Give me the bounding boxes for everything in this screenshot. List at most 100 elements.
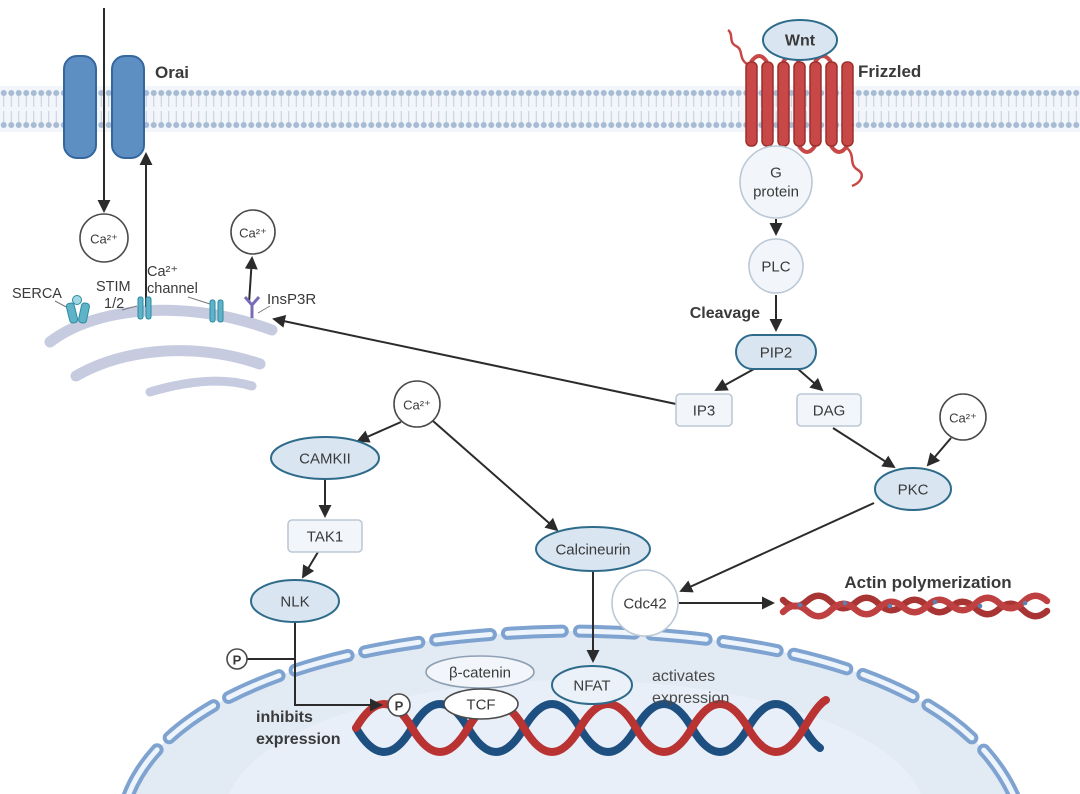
phospho-label: P bbox=[233, 653, 242, 668]
cell-membrane bbox=[0, 86, 1080, 132]
stim-label-1: STIM bbox=[96, 279, 131, 295]
connectors bbox=[54, 8, 952, 712]
phospho-badge: P bbox=[226, 648, 248, 670]
activates-label-1: activates bbox=[652, 668, 715, 685]
calcineurin-label: Calcineurin bbox=[555, 542, 630, 559]
arrow-ca-to-pkc bbox=[926, 437, 952, 467]
actin-dot bbox=[842, 600, 848, 606]
ca2-shape bbox=[79, 213, 129, 263]
ca-channel-protein-2 bbox=[209, 299, 224, 323]
frizzled-label: Frizzled bbox=[858, 62, 921, 81]
frizzled-cterm bbox=[846, 147, 863, 188]
calcium-ion-node: Ca²⁺ bbox=[393, 380, 441, 428]
frizzled-helix bbox=[809, 61, 822, 147]
pointer-stim bbox=[121, 305, 138, 311]
plc-shape bbox=[748, 238, 804, 294]
nfat-node: NFAT bbox=[551, 665, 633, 705]
membrane-bilayer bbox=[0, 86, 1080, 132]
ca2-shape bbox=[393, 380, 441, 428]
orai-subunit-right bbox=[111, 55, 145, 159]
activates-expression-label: activates expression bbox=[652, 668, 729, 707]
ca2-label: Ca²⁺ bbox=[239, 226, 267, 241]
g-protein-label-2: protein bbox=[753, 184, 799, 201]
arrow-tak1-to-nlk bbox=[301, 551, 319, 579]
nlk-node: NLK bbox=[250, 579, 340, 623]
wnt-label: Wnt bbox=[785, 33, 816, 50]
inhibits-expression-label: inhibits expression bbox=[256, 709, 340, 748]
pointer-insp3r bbox=[257, 305, 271, 314]
channel-bar bbox=[145, 296, 152, 320]
arrow-nlk-to-tcf bbox=[294, 622, 383, 712]
arrow-ip3-to-insp3r bbox=[272, 314, 677, 405]
orai-channel bbox=[63, 55, 145, 159]
stim-label-2: 1/2 bbox=[104, 296, 124, 312]
serca-label: SERCA bbox=[12, 286, 62, 302]
cleavage-label: Cleavage bbox=[690, 305, 760, 322]
er-arc-bottom bbox=[145, 376, 257, 397]
ca-channel-label-2: channel bbox=[147, 281, 198, 297]
dag-label: DAG bbox=[813, 403, 846, 420]
cdc42-shape bbox=[611, 569, 679, 637]
frizzled-helix bbox=[745, 61, 758, 147]
g-protein-shape bbox=[739, 145, 813, 219]
arrow-ca-to-calcineurin bbox=[432, 420, 559, 532]
pkc-node: PKC bbox=[874, 467, 952, 511]
tak1-label: TAK1 bbox=[307, 529, 343, 546]
channel-bar bbox=[209, 299, 216, 323]
dag-node: DAG bbox=[796, 393, 862, 427]
channel-bar bbox=[137, 296, 144, 320]
pkc-label: PKC bbox=[898, 482, 929, 499]
plc-label: PLC bbox=[761, 259, 790, 276]
insp3r-receptor bbox=[243, 296, 261, 318]
frizzled-helix bbox=[793, 61, 806, 147]
ip3-node: IP3 bbox=[675, 393, 733, 427]
beta-catenin-shape bbox=[425, 655, 535, 689]
ca2-shape bbox=[230, 209, 276, 255]
actin-dot bbox=[977, 603, 983, 609]
pointer-ca-channel bbox=[187, 296, 211, 305]
tak1-shape bbox=[287, 519, 363, 553]
pip2-shape bbox=[735, 334, 817, 370]
cdc42-node: Cdc42 bbox=[611, 569, 679, 637]
ca-channel-protein bbox=[137, 296, 152, 320]
actin-dot bbox=[932, 599, 938, 605]
orai-label: Orai bbox=[155, 63, 189, 82]
frizzled-helix bbox=[841, 61, 854, 147]
dna-helix bbox=[352, 696, 830, 756]
ca2-label: Ca²⁺ bbox=[90, 232, 118, 247]
pip2-label: PIP2 bbox=[760, 345, 793, 362]
frizzled-nterm bbox=[727, 28, 748, 66]
activates-label-2: expression bbox=[652, 690, 729, 707]
frizzled-helix bbox=[761, 61, 774, 147]
nlk-shape bbox=[250, 579, 340, 623]
phospho-label: P bbox=[395, 699, 404, 714]
arrow-dag-to-pkc bbox=[832, 427, 896, 469]
serca-part bbox=[65, 302, 79, 324]
phospho-badge: P bbox=[387, 693, 411, 717]
inhibits-label-2: expression bbox=[256, 731, 340, 748]
g-protein-label-1: G bbox=[770, 165, 782, 182]
beta-catenin-node: β-catenin bbox=[425, 655, 535, 689]
frizzled-helix bbox=[777, 61, 790, 147]
nfat-shape bbox=[551, 665, 633, 705]
pkc-shape bbox=[874, 467, 952, 511]
ca2-shape bbox=[939, 393, 987, 441]
serca-protein bbox=[65, 295, 90, 324]
serca-part bbox=[78, 302, 90, 324]
arrow-pip2-to-ip3 bbox=[714, 368, 755, 391]
insp3r-protein bbox=[243, 296, 261, 318]
actin-dot bbox=[887, 603, 893, 609]
phospho-shape bbox=[387, 693, 411, 717]
ip3-label: IP3 bbox=[693, 403, 716, 420]
beta-catenin-label: β-catenin bbox=[449, 665, 511, 682]
insp3r-label: InsP3R bbox=[267, 291, 316, 308]
actin-dot bbox=[797, 602, 803, 608]
serca-head bbox=[72, 295, 82, 305]
ca2-label: Ca²⁺ bbox=[403, 398, 431, 413]
er-arc-lower bbox=[70, 345, 266, 382]
tcf-node: TCF bbox=[443, 688, 519, 720]
camkii-shape bbox=[270, 436, 380, 480]
ip3-shape bbox=[675, 393, 733, 427]
